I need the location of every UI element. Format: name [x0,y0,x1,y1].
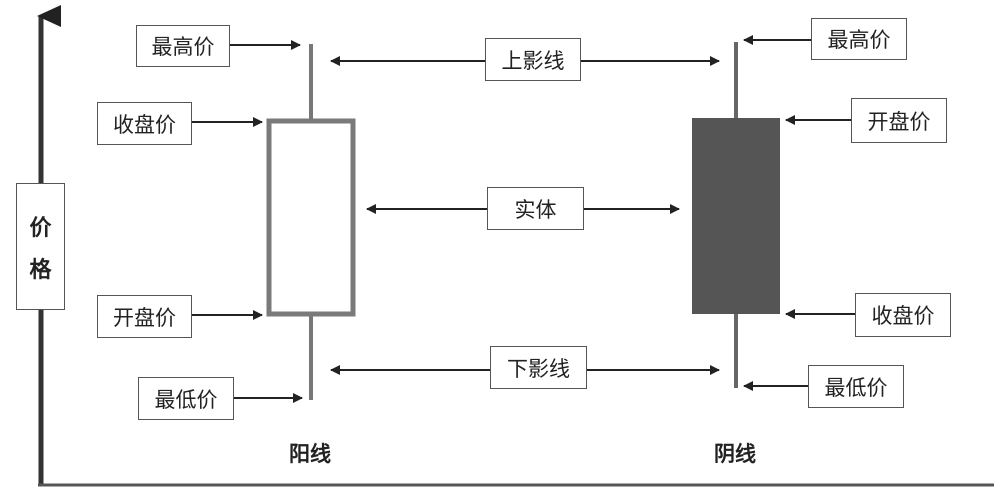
bearish-body [692,118,780,314]
bear-low-label: 最低价 [808,365,904,408]
upper-shadow-label: 上影线 [485,38,581,81]
bullish-body [266,118,356,317]
axis-label: 价 格 [16,183,65,310]
bull-open-label: 开盘价 [97,295,192,338]
bear-open-label: 开盘价 [851,98,947,143]
bull-close-label: 收盘价 [97,102,192,145]
bull-high-label: 最高价 [136,25,230,67]
axis-label-top: 价 [29,215,52,241]
bearish-caption: 阴线 [714,442,756,466]
bull-low-label: 最低价 [138,377,234,420]
lower-shadow-label: 下影线 [490,346,587,389]
body-label: 实体 [487,187,584,230]
bear-high-label: 最高价 [811,18,907,60]
axis-label-bottom: 格 [29,257,52,283]
bullish-caption: 阳线 [289,442,331,466]
bear-close-label: 收盘价 [855,293,951,337]
